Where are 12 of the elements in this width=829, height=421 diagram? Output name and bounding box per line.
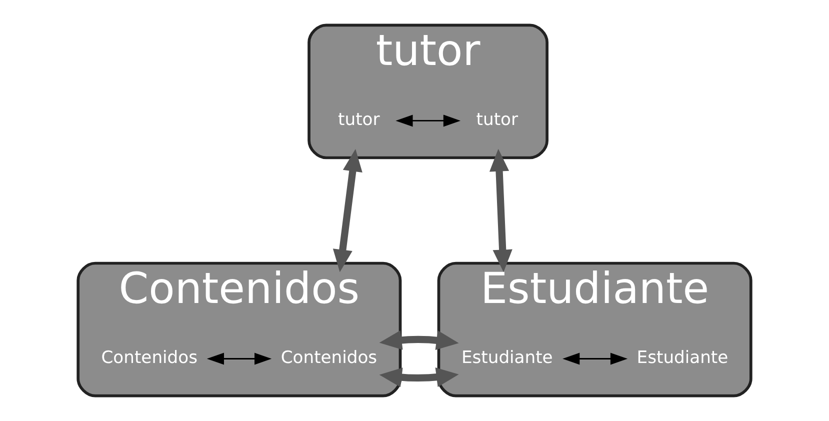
arrow — [379, 330, 459, 388]
arrow — [562, 352, 628, 365]
node-text: Estudiante — [461, 348, 553, 368]
node-text: Contenidos — [101, 348, 198, 368]
arrow — [489, 148, 512, 272]
node-text: Contenidos — [280, 348, 378, 368]
node-text: tutor — [476, 110, 518, 130]
node-text: tutor — [338, 110, 380, 130]
node-text: Estudiante — [636, 348, 728, 368]
arrow — [206, 352, 272, 365]
arrow — [332, 148, 362, 272]
arrow — [396, 114, 461, 127]
